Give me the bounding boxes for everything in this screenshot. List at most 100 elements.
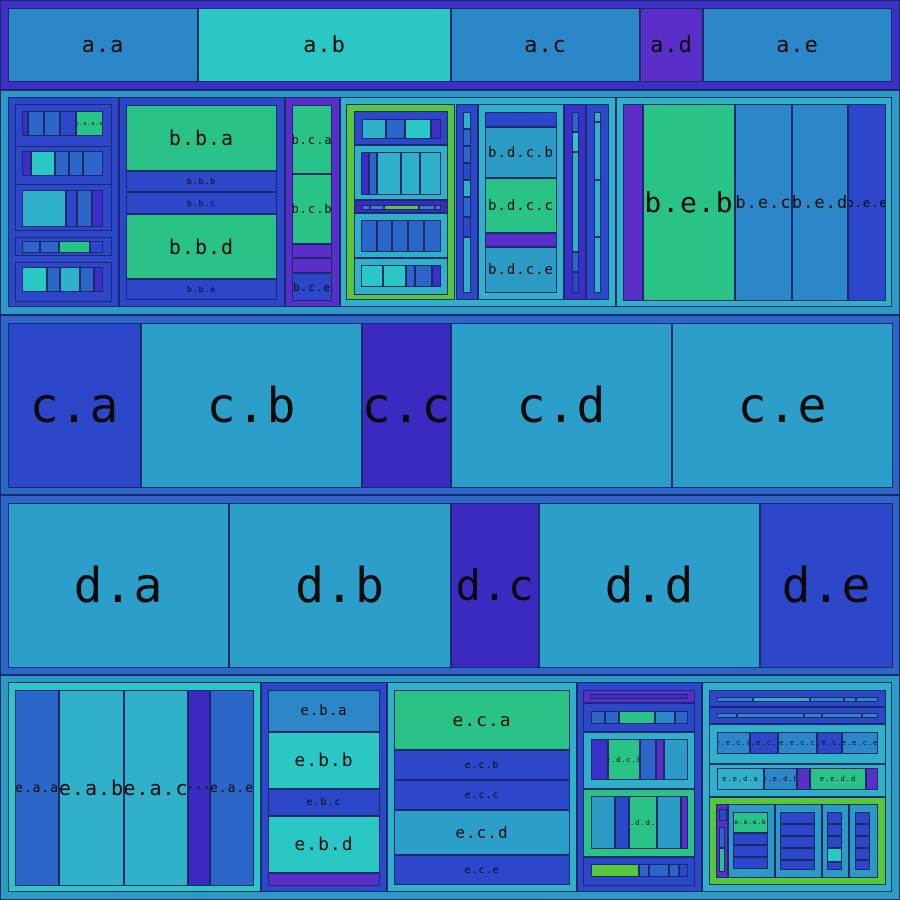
- treemap-cell: [780, 848, 815, 860]
- tile-label: b.a.a.e: [76, 120, 103, 127]
- treemap-cell: [485, 233, 557, 247]
- tile-label: c.d: [516, 377, 607, 434]
- tile-label: d.e: [781, 557, 872, 614]
- tile-label: c.e: [737, 377, 828, 434]
- tile-b-e-e: b.e.e: [848, 104, 886, 301]
- treemap-cell: [66, 190, 77, 227]
- treemap-cell: [733, 845, 768, 857]
- tile-label: d.b: [295, 557, 385, 614]
- treemap-cell: [392, 220, 408, 252]
- treemap-cell: [594, 237, 601, 293]
- treemap-cell: [780, 824, 815, 836]
- treemap-cell: [415, 265, 432, 287]
- treemap-cell: [361, 152, 369, 195]
- treemap-cell: [463, 112, 471, 129]
- treemap-cell: [362, 205, 370, 210]
- tile-c-b: c.b: [141, 323, 362, 488]
- treemap-cell: [719, 809, 727, 821]
- treemap-cell: [856, 697, 878, 702]
- treemap-cell: [572, 272, 579, 293]
- treemap-cell: [655, 711, 675, 724]
- treemap-cell: [383, 265, 406, 287]
- treemap-cell: [572, 112, 579, 132]
- treemap-cell: [432, 265, 441, 287]
- tile-label: e.d.c.b: [609, 755, 639, 764]
- tile-label: e.e.e.b: [734, 819, 767, 826]
- tile-e-e-d-a: e.e.d.a: [717, 768, 764, 790]
- tile-label: e.d.d.c: [629, 818, 657, 827]
- tile-label: b.c.e: [292, 280, 332, 294]
- treemap-cell: [83, 151, 103, 176]
- tile-d-a: d.a: [8, 503, 229, 668]
- tile-e-d-c-b: e.d.c.b: [608, 739, 640, 780]
- tile-e-e-c-d: e.e.c.d: [817, 732, 842, 754]
- treemap-cell: [855, 812, 870, 824]
- tile-label: e.e.c.b: [750, 739, 778, 747]
- tile-e-e-c-e: e.e.c.e: [842, 732, 878, 754]
- treemap-cell: [463, 129, 471, 146]
- tile-label: e.b.d: [294, 834, 354, 855]
- tile-b-b-b: b.b.b: [126, 171, 277, 192]
- treemap-cell: [591, 739, 608, 780]
- treemap-cell: [463, 217, 471, 237]
- treemap-cell: [31, 151, 55, 176]
- tile-c-c: c.c: [362, 323, 451, 488]
- tile-label: e.b.c: [306, 797, 342, 808]
- treemap-cell: [377, 220, 392, 252]
- treemap-cell: [675, 711, 688, 724]
- treemap-cell: [669, 864, 679, 877]
- treemap-cell: [639, 864, 649, 877]
- treemap-cell: [22, 111, 28, 136]
- treemap-cell: [435, 205, 441, 210]
- treemap-cell: [572, 252, 579, 272]
- treemap-cell: [619, 711, 655, 724]
- treemap-cell: [780, 812, 815, 824]
- treemap-cell: [594, 122, 601, 180]
- treemap-cell: [22, 151, 31, 176]
- tile-e-b-c: e.b.c: [268, 789, 380, 816]
- treemap-cell: [572, 132, 579, 152]
- tile-e-e-e-b: e.e.e.b: [733, 812, 768, 833]
- treemap-cell: [60, 267, 80, 292]
- treemap-cell: [657, 796, 681, 849]
- treemap-cell: [90, 241, 103, 253]
- tile-e-b-d: e.b.d: [268, 816, 380, 873]
- tile-c-e: c.e: [672, 323, 893, 488]
- tile-a-e: a.e: [703, 8, 892, 82]
- treemap-cell: [590, 694, 688, 699]
- treemap-cell: [362, 119, 386, 139]
- tile-label: d.d: [604, 557, 695, 614]
- treemap-cell: [855, 836, 870, 848]
- tile-label: b.e.b: [644, 186, 734, 219]
- treemap-cell: [370, 205, 384, 210]
- tile-e-a-a: e.a.a: [15, 690, 59, 886]
- treemap-cell: [22, 190, 66, 227]
- tile-label: b.e.c: [735, 192, 792, 213]
- tile-label: a.d: [650, 32, 693, 58]
- tile-b-d-c-e: b.d.c.e: [485, 247, 557, 293]
- tile-label: e.a.e: [210, 780, 254, 796]
- tile-label: e.a.c: [124, 776, 188, 800]
- tile-label: a.a: [81, 32, 125, 58]
- tile-label: d.c: [455, 561, 535, 610]
- treemap-cell: [780, 860, 815, 870]
- tile-b-d-c-b: b.d.c.b: [485, 127, 557, 178]
- tile-label: b.e.d: [792, 192, 848, 213]
- treemap-cell: [92, 190, 103, 227]
- treemap-cell: [431, 119, 441, 139]
- tile-e-c-b: e.c.b: [394, 750, 570, 780]
- treemap-cell: [406, 265, 415, 287]
- tile-b-d-c-c: b.d.c.c: [485, 178, 557, 233]
- tile-label: e.c.a: [452, 709, 512, 731]
- tile-d-e: d.e: [760, 503, 893, 668]
- tile-label: e.e.d.b: [764, 775, 797, 783]
- treemap-cell: [737, 713, 804, 718]
- treemap-cell: [420, 152, 441, 195]
- tile-label: d.a: [73, 557, 164, 614]
- tile-label: b.e.e: [848, 195, 886, 210]
- tile-c-a: c.a: [8, 323, 141, 488]
- tile-label: c.a: [29, 377, 120, 434]
- treemap-cell: [862, 713, 878, 718]
- tile-label: b.b.e: [186, 285, 217, 294]
- treemap-cell: [44, 111, 60, 136]
